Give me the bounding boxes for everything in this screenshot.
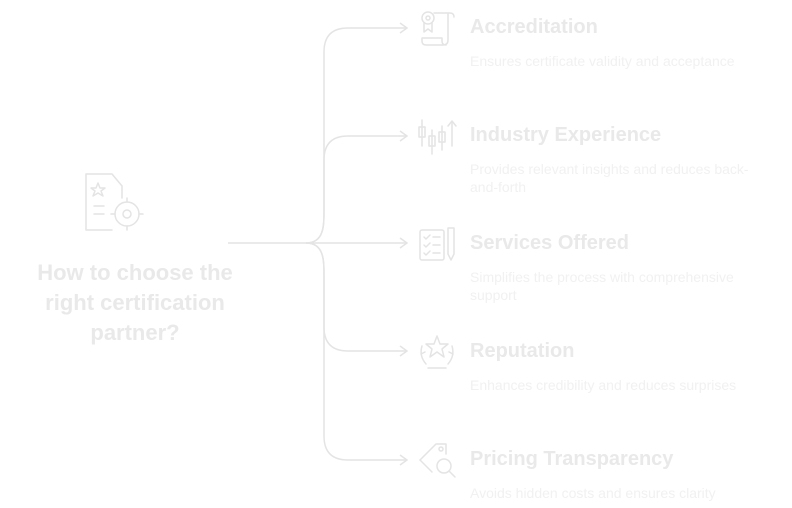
connector-pricing-transparency (305, 242, 406, 461)
branch-description: Ensures certificate validity and accepta… (470, 53, 735, 69)
branch-label: Accreditation (470, 16, 598, 38)
center-title: How to choose the right certification pa… (37, 260, 233, 345)
branch-label: Industry Experience (470, 124, 662, 146)
arrow-head-industry-experience (399, 130, 409, 142)
arrow-head-reputation (399, 345, 409, 357)
branch-label: Services Offered (470, 232, 629, 254)
scroll-certificate-icon (416, 8, 458, 48)
branch-description: Enhances credibility and reduces surpris… (470, 377, 737, 393)
branch-description: Provides relevant insights and reduces b… (470, 161, 749, 195)
branch-label: Pricing Transparency (470, 448, 674, 470)
candlestick-chart-icon (416, 116, 458, 156)
connector-industry-experience (305, 135, 406, 244)
branch-label: Reputation (470, 340, 575, 362)
certificate-gear-icon (82, 170, 146, 234)
star-laurel-icon (416, 332, 458, 372)
branch-description: Avoids hidden costs and ensures clarity (470, 485, 716, 501)
connector-reputation (305, 242, 406, 352)
checklist-pen-icon (416, 224, 458, 264)
arrow-head-pricing-transparency (399, 454, 409, 466)
branch-description: Simplifies the process with comprehensiv… (470, 269, 734, 303)
price-tag-search-icon (416, 440, 458, 480)
arrow-head-services-offered (399, 237, 409, 249)
arrow-head-accreditation (399, 22, 409, 34)
